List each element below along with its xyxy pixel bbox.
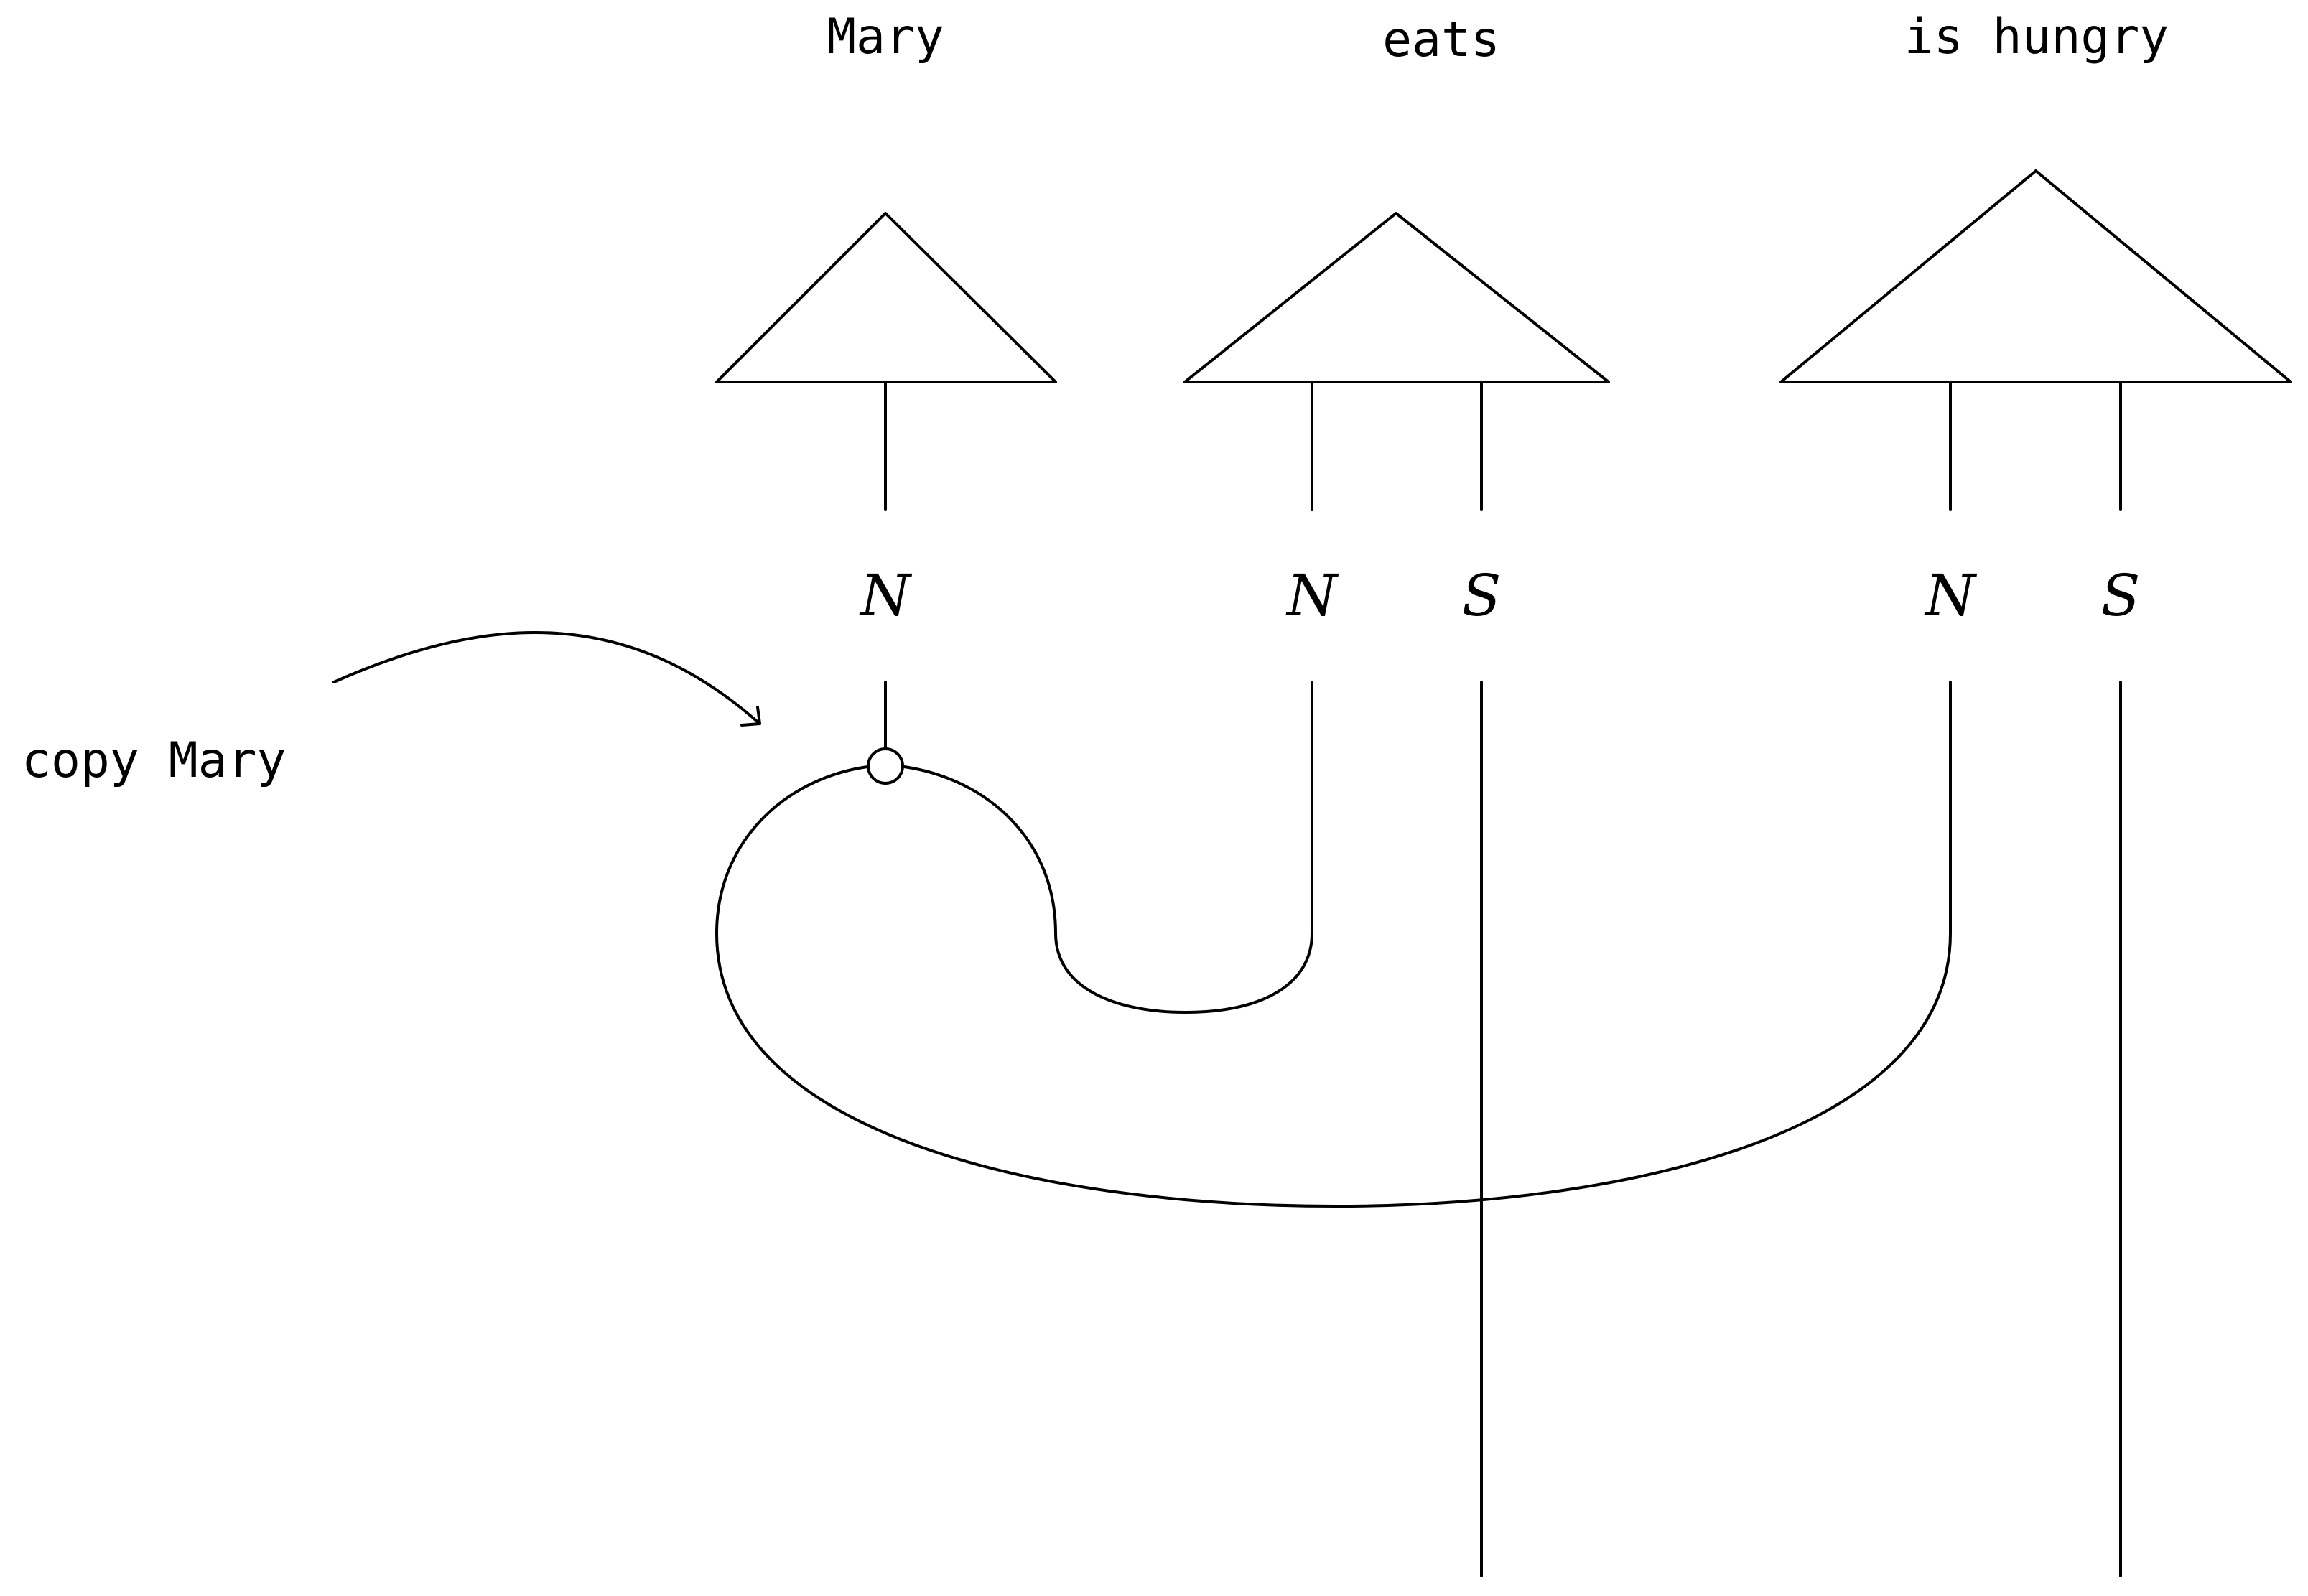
mary-n-type-label: N	[859, 562, 913, 629]
hungry-s-type-label: S	[2101, 562, 2141, 629]
copy-node	[867, 747, 904, 785]
eats-n-type-label: N	[1285, 562, 1339, 629]
word-eats-label: eats	[1382, 11, 1500, 68]
eats-s-type-label: S	[1462, 562, 1502, 629]
eats-triangle	[1183, 212, 1610, 383]
copy-to-hungry-n-wire	[715, 681, 1952, 1208]
word-is-hungry-label: is hungry	[1904, 9, 2169, 65]
is-hungry-triangle	[1779, 169, 2292, 383]
copy-mary-annotation: copy Mary	[22, 732, 286, 789]
copy-to-eats-n-wire	[903, 681, 1313, 1014]
mary-triangle	[715, 212, 1057, 383]
annotation-arrow-shaft	[332, 631, 761, 725]
word-mary-label: Mary	[827, 9, 944, 65]
hungry-n-type-label: N	[1924, 562, 1978, 629]
annotation-arrowhead	[740, 706, 761, 727]
